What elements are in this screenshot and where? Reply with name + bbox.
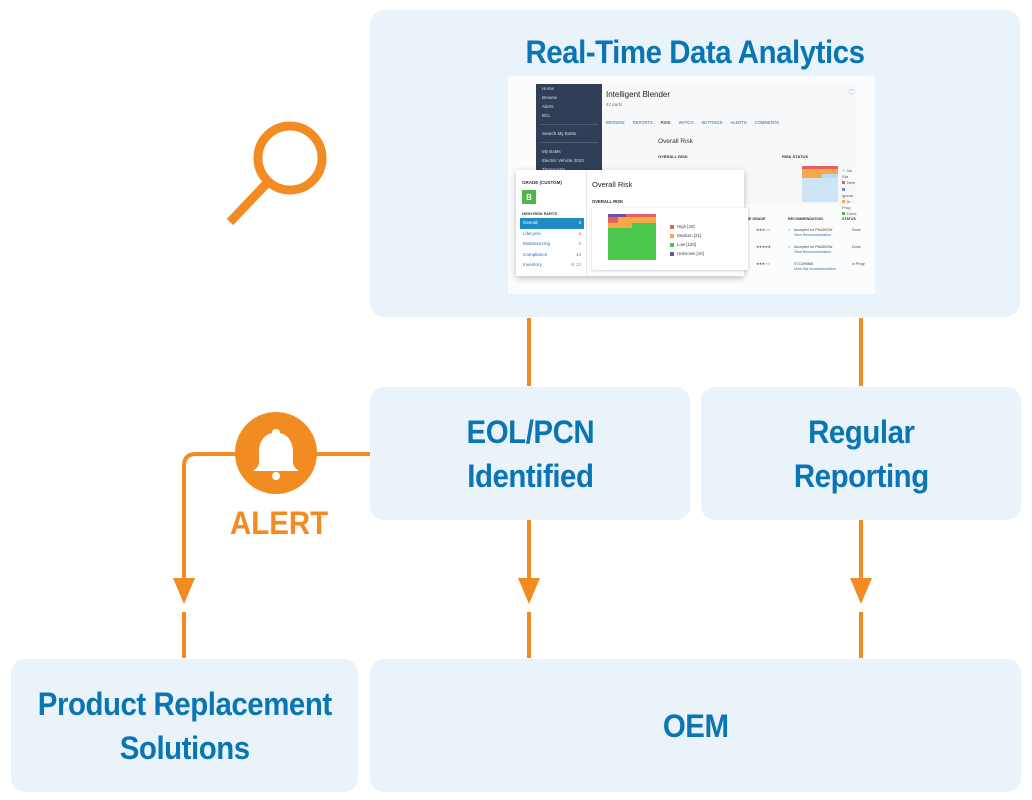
legend-unknown: Unknown [16] [677,251,704,256]
overall-risk-chart [608,214,656,260]
grade-label: GRADE (CUSTOM) [522,180,562,185]
arrowhead-eol [518,578,540,604]
back-risk-title: Overall Risk [658,138,694,145]
col-header: STATUS [842,217,856,221]
grade-badge: B [522,190,536,204]
dashboard-screenshot: Home Browse Alerts BCL Search My BoMs My… [508,76,875,294]
heart-icon[interactable]: ♡ [847,88,855,97]
rec-text: Accepted for PN435GW [794,228,833,232]
high-risk-label: HIGH RISK PARTS [522,211,558,216]
risk-status-legend: No Sta New Ignore In Prog Done [842,168,857,218]
table-row[interactable]: ★★★☆☆ STC499885 View this recommendation… [748,262,875,274]
app-tabs: BROWSE REPORTS RISK WATCH SETTINGS ALERT… [606,120,779,125]
segment-low [608,228,656,260]
tab-browse[interactable]: BROWSE [606,120,625,125]
tab-risk[interactable]: RISK [660,120,671,125]
eol-pcn-box: EOL/PCN Identified [370,387,690,520]
rec-link[interactable]: View this recommendation [794,267,837,271]
regular-reporting-box: Regular Reporting [701,387,1021,520]
segment-high [626,214,656,217]
sidebar-bom-item[interactable]: Electric Vehicle 2023 [542,158,584,163]
tab-alerts[interactable]: ALERTS [730,120,747,125]
sidebar-bom-item[interactable]: Thermostat [536,165,602,174]
col-header: IE GRADE [748,217,766,221]
rec-link[interactable]: View Recommendation [794,233,831,237]
sidebar-item[interactable]: Browse [542,95,558,100]
app-title: Intelligent Blender [606,90,671,99]
status-legend-item: Ignore [842,192,854,198]
segment-medium [608,223,632,228]
legend-medium: Medium [21] [677,233,702,238]
alert-label: ALERT [230,505,329,541]
arrowhead-prs [173,578,195,604]
table-row[interactable]: ★★★★★ ✓ Accepted for PN455GW View Recomm… [756,245,861,254]
product-replacement-label: Product Replacement Solutions [37,685,332,766]
segment-high [608,217,618,223]
risk-status-chart [802,166,838,202]
risk-row-inventory[interactable]: Inventory⊘ 13 [523,262,581,268]
status-text: In Progr [852,262,865,266]
overall-risk-legend: High [20] Medium [21] Low [120] Unknown … [670,222,704,258]
overall-risk-subtitle: OVERALL RISK [592,199,624,204]
rec-link[interactable]: View Recommendation [794,250,831,254]
col-header: RECOMMENDATION [788,217,823,221]
grade-stars: ★★★★★ [756,245,771,249]
grade-stars: ★★★☆☆ [756,262,771,266]
sidebar-item[interactable]: Home [542,86,555,91]
analytics-title: Real-Time Data Analytics [525,34,865,70]
regular-reporting-label: Regular Reporting [793,413,929,494]
grade-stars: ★★★☆☆ [756,228,771,232]
status-legend-item: In Prog [842,199,851,211]
segment-medium [618,217,656,223]
tab-watch[interactable]: WATCH [678,120,694,125]
tab-reports[interactable]: REPORTS [632,120,653,125]
sidebar-divider [540,124,598,125]
card-divider [586,170,587,276]
status-text: Done [852,245,861,249]
legend-high: High [20] [677,224,695,229]
segment-low [632,223,656,228]
risk-status-label: RISK STATUS [782,154,809,159]
product-replacement-box: Product Replacement Solutions [11,659,358,792]
sidebar-my-boms[interactable]: My BoMs [542,149,561,154]
back-overall-label: OVERALL RISK [658,154,688,159]
oem-label: OEM [662,707,729,744]
status-legend-item: Done [847,211,857,217]
risk-card: GRADE (CUSTOM) B HIGH RISK PARTS Overall… [516,170,748,276]
recommendation-table: IE GRADE RECOMMENDATION STATUS ★★★☆☆ ✓ A… [748,217,875,274]
tab-comments[interactable]: COMMENTS [754,120,780,125]
sidebar-item[interactable]: BCL [542,113,551,118]
magnifier-icon [226,121,327,226]
oem-box: OEM [370,659,1021,792]
segment-unknown [608,214,626,217]
sidebar-search[interactable]: Search My BoMs [542,131,577,136]
status-legend-item: New [847,180,856,186]
tab-settings[interactable]: SETTINGS [701,120,723,125]
status-legend-item: No Sta [842,168,853,180]
legend-low: Low [120] [677,242,697,247]
arrowhead-reg [850,578,872,604]
status-text: Done [852,228,861,232]
overall-risk-title: Overall Risk [592,180,633,189]
eol-pcn-label: EOL/PCN Identified [466,413,594,494]
app-subtitle: 42 parts [606,102,623,107]
sidebar-divider [540,142,598,143]
sidebar-item[interactable]: Alerts [542,104,554,109]
rec-text: STC499885 [794,262,814,266]
bell-icon [235,412,317,494]
table-row[interactable]: ★★★☆☆ ✓ Accepted for PN435GW View Recomm… [756,228,861,237]
rec-text: Accepted for PN455GW [794,245,833,249]
